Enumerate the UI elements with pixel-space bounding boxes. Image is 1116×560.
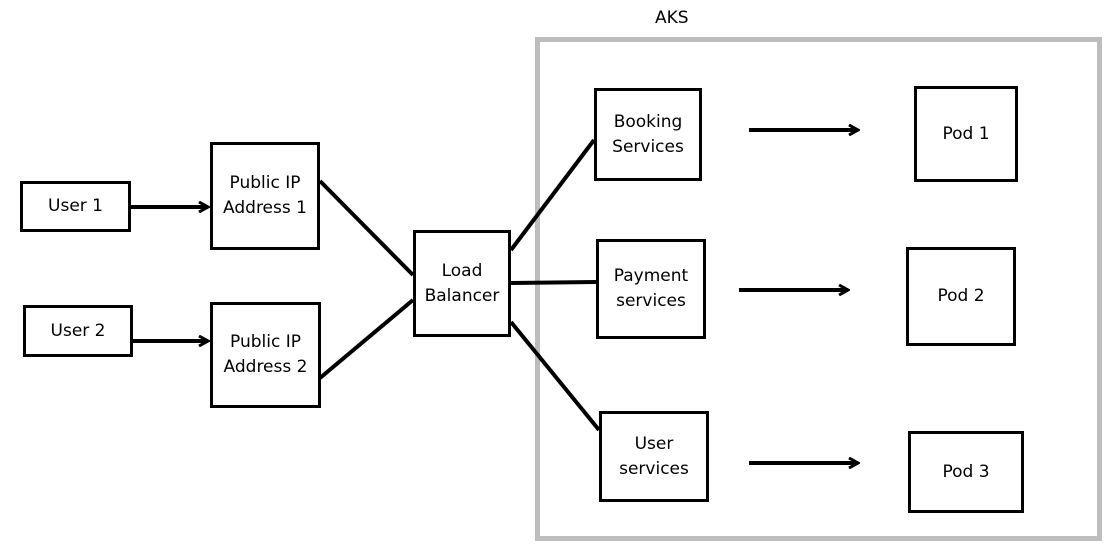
aks-cluster-boundary [535,37,1102,541]
pod-2-node: Pod 2 [906,247,1016,346]
line-lb-to-user-services [509,320,601,432]
payment-services-label: Payment services [613,266,689,311]
line-ip1-to-lb [318,179,415,277]
line-lb-to-payment [510,280,597,285]
load-balancer-label: Load Balancer [424,260,500,306]
user-2-node: User 2 [23,305,133,357]
public-ip-1-label: Public IP Address 1 [223,173,307,218]
line-ip2-to-lb [318,298,415,380]
user-services-node: User services [599,411,709,502]
booking-services-node: Booking Services [594,88,702,181]
public-ip-2-label: Public IP Address 2 [223,332,308,377]
user-1-label: User 1 [48,196,103,216]
payment-services-node: Payment services [596,239,706,339]
user-1-node: User 1 [20,181,131,232]
pod-1-node: Pod 1 [914,86,1018,182]
load-balancer-node: Load Balancer [413,230,511,337]
pod-1-label: Pod 1 [942,123,990,144]
line-lb-to-booking [509,138,596,252]
aks-cluster-label: AKS [655,8,689,28]
public-ip-1-node: Public IP Address 1 [210,142,320,250]
pod-3-label: Pod 3 [942,461,990,482]
pod-2-label: Pod 2 [937,286,985,306]
user-services-label: User services [619,433,689,479]
booking-services-label: Booking Services [612,111,684,157]
public-ip-2-node: Public IP Address 2 [210,302,321,408]
pod-3-node: Pod 3 [908,431,1024,513]
user-2-label: User 2 [50,320,106,341]
